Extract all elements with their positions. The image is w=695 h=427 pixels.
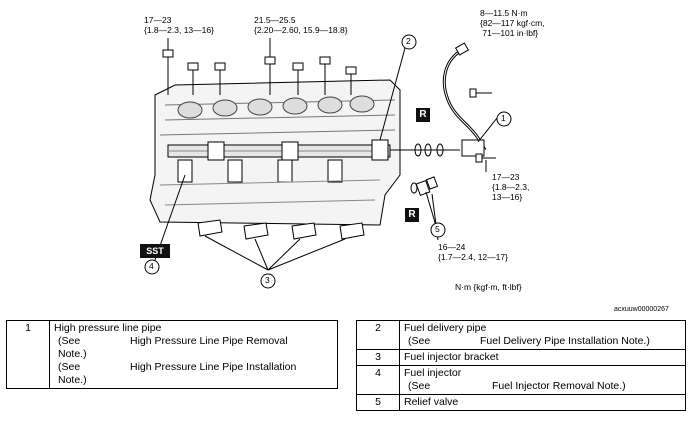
callout-2-circle <box>401 34 417 50</box>
legend-table-right: 2 Fuel delivery pipe (See Fuel Delivery P… <box>356 320 686 411</box>
torque-label-right: 17—23 {1.8—2.3, 13—16} <box>492 172 530 202</box>
note-link-fuel-injector-removal[interactable]: Fuel Injector Removal Note.) <box>492 380 626 392</box>
legend-num: 2 <box>356 320 400 350</box>
callout-4-number: 4 <box>149 261 154 271</box>
note-continuation: Note.) <box>58 374 87 386</box>
engine-fuel-system-illustration <box>144 34 512 289</box>
callout-3-number: 3 <box>265 275 270 285</box>
head-bolts <box>162 49 357 95</box>
torque-label-top-right: 8—11.5 N·m {82—117 kgf·cm, 71—101 in·lbf… <box>480 8 545 38</box>
high-pressure-line-pipe <box>442 48 487 151</box>
legend-num: 5 <box>356 394 400 411</box>
callout-5-number: 5 <box>435 224 440 234</box>
figure-id: acxuuw00000267 <box>614 306 669 313</box>
note-link-fuel-delivery-pipe[interactable]: Fuel Delivery Pipe Installation Note.) <box>480 335 650 347</box>
callout-2-number: 2 <box>406 36 411 46</box>
exploded-view-diagram: 2 1 3 4 5 SST R R 17—23 {1.8—2.3, 13—16}… <box>140 8 545 292</box>
legend-item-name: Fuel delivery pipe <box>404 322 487 334</box>
callout-4-circle <box>144 259 160 275</box>
replace-r-badge-lower: R <box>405 208 419 222</box>
sst-badge: SST <box>140 244 170 258</box>
see-label: (See <box>58 361 81 373</box>
relief-valve <box>410 176 439 196</box>
torque-label-top-left: 17—23 {1.8—2.3, 13—16} <box>144 15 214 35</box>
callout-1-circle <box>496 111 512 127</box>
torque-label-top-center: 21.5—25.5 {2.20—2.60, 15.9—18.8} <box>254 15 348 35</box>
note-link-hp-installation[interactable]: High Pressure Line Pipe Installation <box>130 361 297 373</box>
legend-num: 4 <box>356 365 400 395</box>
see-label: (See <box>408 335 431 347</box>
note-continuation: Note.) <box>58 348 87 360</box>
legend-num: 1 <box>6 320 50 389</box>
see-label: (See <box>408 380 431 392</box>
legend-row-3: 3 Fuel injector bracket <box>356 349 686 366</box>
replace-r-badge-upper: R <box>416 108 430 122</box>
legend-row-2: 2 Fuel delivery pipe (See Fuel Delivery P… <box>356 320 686 350</box>
torque-label-bottom-right: 16—24 {1.7—2.4, 12—17} <box>438 242 508 262</box>
units-label: N·m {kgf·m, ft·lbf} <box>455 282 522 292</box>
callout-1-number: 1 <box>501 113 506 123</box>
legend-num: 3 <box>356 349 400 366</box>
legend-item-name: Fuel injector <box>404 367 462 379</box>
fuel-injector-brackets <box>197 219 365 240</box>
legend-item-name: Relief valve <box>399 394 686 411</box>
callout-5-circle <box>430 222 446 238</box>
legend-row-4: 4 Fuel injector (See Fuel Injector Remova… <box>356 365 686 395</box>
legend-row-5: 5 Relief valve <box>356 394 686 411</box>
note-link-hp-removal[interactable]: High Pressure Line Pipe Removal <box>130 335 288 347</box>
legend-item-name: Fuel injector bracket <box>399 349 686 366</box>
legend-item-name: High pressure line pipe <box>54 322 162 334</box>
callout-3-circle <box>260 273 276 289</box>
see-label: (See <box>58 335 81 347</box>
